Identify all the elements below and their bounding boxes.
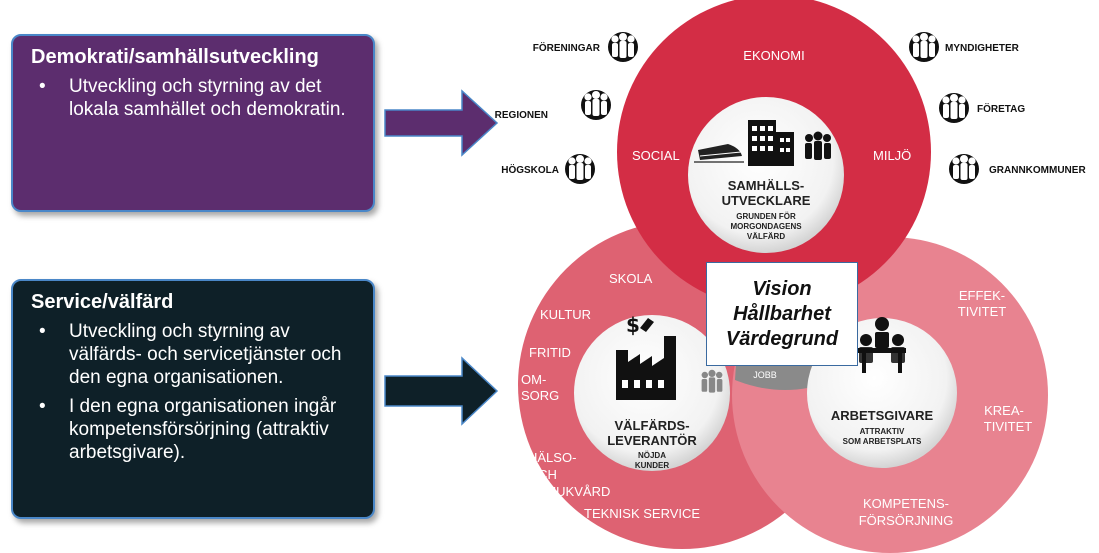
stakeholder-grannkommuner: GRANNKOMMUNER [949,154,1086,184]
label-foreningar: FÖRENINGAR [533,41,601,54]
right-center-sub-2: SOM ARBETSPLATS [843,437,922,446]
arrow-service [384,356,499,426]
label-grannkommuner: GRANNKOMMUNER [989,165,1086,176]
vision-line-3: Värdegrund [725,327,839,350]
left-center-title-1: VÄLFÄRDS- [614,418,689,433]
left-center-sub-2: KUNDER [635,461,669,470]
label-foretag: FÖRETAG [977,102,1025,115]
label-halso-1: HÄLSO- [528,450,576,465]
vision-line-2: Hållbarhet [733,302,831,325]
label-effekt-2: TIVITET [958,304,1006,319]
people-group-icon [701,369,723,393]
stakeholder-foretag: FÖRETAG [939,93,1025,123]
label-komp-2: FÖRSÖRJNING [859,513,954,528]
label-hogskola: HÖGSKOLA [501,163,559,176]
label-fritid: FRITID [529,345,571,360]
label-kreat-1: KREA- [984,403,1024,418]
office-building-icon [748,120,794,166]
democracy-title: Demokrati/samhällsutveckling [31,46,319,68]
left-center-sub-1: NÖJDA [638,451,666,460]
vision-box: Vision Hållbarhet Värdegrund [706,262,858,366]
service-box: Service/välfärd Utveckling och styrning … [11,279,375,519]
train-icon [694,144,744,163]
label-ekonomi: EKONOMI [743,48,804,63]
democracy-bullet-1: Utveckling och styrning av det lokala sa… [31,75,355,121]
label-skola: SKOLA [609,271,653,286]
label-kultur: KULTUR [540,307,591,322]
label-myndigheter: MYNDIGHETER [945,43,1020,54]
stakeholder-foreningar: FÖRENINGAR [533,32,638,62]
service-bullets: Utveckling och styrning av välfärds- och… [31,320,355,464]
label-kreat-2: TIVITET [984,419,1032,434]
label-social: SOCIAL [632,148,680,163]
label-omsorg-2: SORG [521,388,559,403]
service-bullet-1: Utveckling och styrning av välfärds- och… [31,320,355,389]
factory-icon [616,336,676,400]
top-center-sub-2: MORGONDAGENS [730,222,802,231]
service-bullet-2: I den egna organisationen ingår kompeten… [31,395,355,464]
top-center-sub-1: GRUNDEN FÖR [736,212,796,221]
label-komp-1: KOMPETENS- [863,496,949,511]
right-center-title: ARBETSGIVARE [831,408,934,423]
svg-text:$: $ [626,313,640,337]
democracy-bullets: Utveckling och styrning av det lokala sa… [31,75,355,121]
stakeholder-regionen: REGIONEN [495,90,611,121]
democracy-box: Demokrati/samhällsutveckling Utveckling … [11,34,375,212]
stakeholder-hogskola: HÖGSKOLA [501,154,595,184]
arrow-democracy [384,89,499,157]
money-hand-icon: $ [626,313,654,337]
meeting-icon [858,317,906,373]
label-omsorg-1: OM- [521,372,546,387]
label-miljo: MILJÖ [873,148,911,163]
label-halso-3: SJUKVÅRD [541,484,610,499]
top-center-disc [688,97,844,253]
top-center-sub-3: VÄLFÄRD [747,232,785,241]
vision-line-1: Vision [752,277,812,300]
label-teknisk: TEKNISK SERVICE [584,506,700,521]
label-regionen: REGIONEN [495,110,548,121]
top-center-title-1: SAMHÄLLS- [728,178,805,193]
left-center-title-2: LEVERANTÖR [607,433,697,448]
right-center-sub-1: ATTRAKTIV [860,427,905,436]
top-center-title-2: UTVECKLARE [722,193,811,208]
service-title: Service/välfärd [31,291,174,313]
stakeholder-myndigheter: MYNDIGHETER [909,32,1020,62]
people-group-icon [805,131,831,160]
label-halso-2: OCH [528,467,557,482]
label-jobb: JOBB [753,370,777,380]
label-effekt-1: EFFEK- [959,288,1005,303]
